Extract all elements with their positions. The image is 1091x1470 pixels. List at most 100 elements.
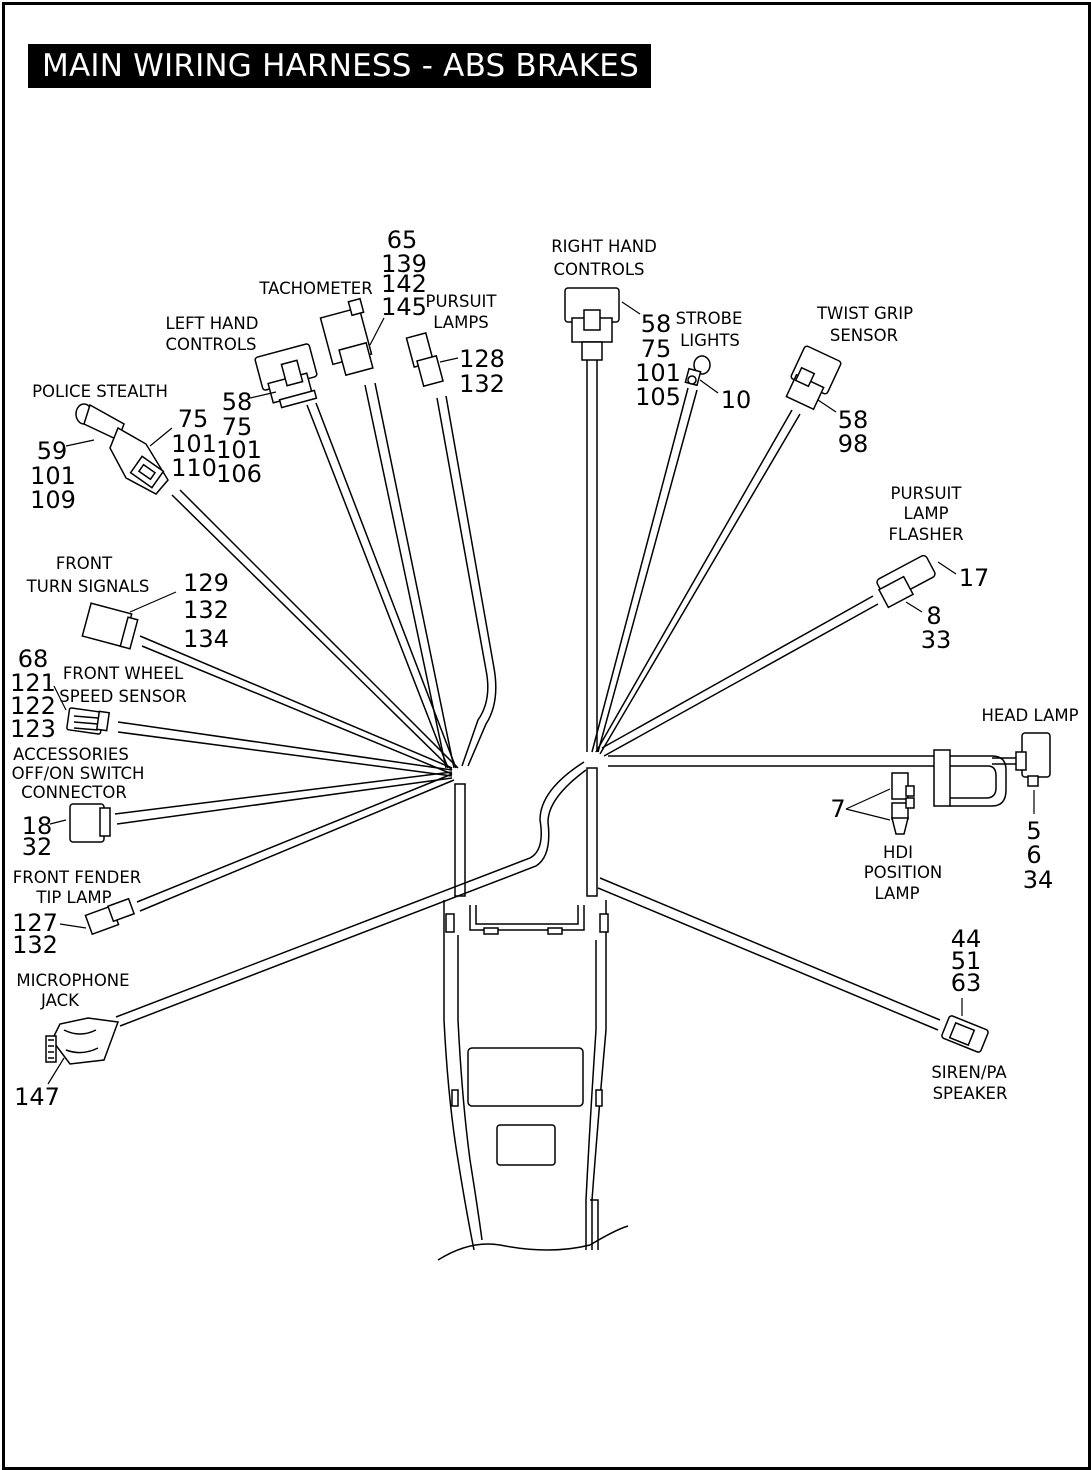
frame-plate-lower <box>496 1124 556 1166</box>
twist-grip-sensor-connector <box>785 345 842 411</box>
ref-number: 105 <box>635 383 681 411</box>
front-turn-signals-connector <box>81 602 139 650</box>
tachometer-connector <box>319 297 374 377</box>
ref-number: 109 <box>30 486 76 514</box>
front-turn-signals-label-1: FRONT <box>56 554 113 573</box>
ref-number: 58 <box>222 388 253 416</box>
front-wheel-speed-sensor-connector <box>66 707 111 735</box>
twist-grip-sensor-label-2: SENSOR <box>830 326 898 345</box>
ref-number: 101 <box>216 436 262 464</box>
pursuit-lamp-flasher-connector <box>876 554 936 609</box>
ref-number: 58 <box>641 310 672 338</box>
front-fender-tip-lamp-label-1: FRONT FENDER <box>13 868 141 887</box>
ref-number: 75 <box>641 335 672 363</box>
strobe-lights-label-2: LIGHTS <box>680 331 740 350</box>
strobe-lights-connector <box>684 355 711 387</box>
front-wheel-speed-sensor-label-1: FRONT WHEEL <box>63 664 184 683</box>
ref-number: 10 <box>721 386 752 414</box>
microphone-jack-label-1: MICROPHONE <box>16 971 129 990</box>
accessories-switch-label-3: CONNECTOR <box>21 783 127 802</box>
head-lamp-label: HEAD LAMP <box>981 706 1078 725</box>
siren-pa-speaker-connector <box>941 1015 989 1053</box>
harness-trunks <box>454 767 598 897</box>
head-lamp-connector <box>1015 732 1051 787</box>
ref-number: 132 <box>459 370 505 398</box>
left-trunk <box>454 783 466 897</box>
hdi-position-lamp-label-2: POSITION <box>864 863 943 882</box>
hdi-position-lamp-connector <box>891 772 915 835</box>
pursuit-lamp-flasher-label-2: LAMP <box>903 504 948 523</box>
ref-number: 101 <box>30 462 76 490</box>
front-turn-signals-label-2: TURN SIGNALS <box>26 577 150 596</box>
reference-numbers: 65 139 142 145 128 132 58 75 101 106 75 … <box>10 226 1053 1111</box>
siren-pa-speaker-label-1: SIREN/PA <box>931 1063 1007 1082</box>
accessories-switch-connector <box>69 803 111 843</box>
right-hand-controls-connector <box>564 287 620 361</box>
ref-number: 44 <box>951 925 982 953</box>
pursuit-lamps-label-1: PURSUIT <box>426 292 498 311</box>
left-hand-controls-label-2: CONTROLS <box>165 335 256 354</box>
ref-number: 110 <box>171 454 217 482</box>
tachometer-label: TACHOMETER <box>258 279 372 298</box>
front-fender-tip-lamp-connector <box>84 897 136 936</box>
microphone-jack-connector <box>45 1017 120 1065</box>
ref-number: 145 <box>381 293 427 321</box>
hdi-position-lamp-label-1: HDI <box>883 843 913 862</box>
ref-number: 63 <box>951 969 982 997</box>
ref-number: 132 <box>12 931 58 959</box>
ref-number: 32 <box>22 833 53 861</box>
ref-number: 98 <box>838 430 869 458</box>
pursuit-lamps-label-2: LAMPS <box>433 313 489 332</box>
ref-number: 128 <box>459 345 505 373</box>
ref-number: 34 <box>1023 866 1054 894</box>
ref-number: 33 <box>921 626 952 654</box>
ref-number: 132 <box>183 596 229 624</box>
diagram-title: MAIN WIRING HARNESS - ABS BRAKES <box>28 44 651 88</box>
pursuit-lamp-flasher-label-3: FLASHER <box>888 525 963 544</box>
frame-outline <box>437 900 629 1261</box>
accessories-switch-label-2: OFF/ON SWITCH <box>12 764 145 783</box>
pursuit-lamp-flasher-label-1: PURSUIT <box>891 484 963 503</box>
accessories-switch-label-1: ACCESSORIES <box>13 745 129 764</box>
ref-number: 68 <box>18 645 49 673</box>
frame-plate-upper <box>467 1047 584 1107</box>
ref-number: 7 <box>830 795 845 823</box>
component-labels: POLICE STEALTH LEFT HAND CONTROLS TACHOM… <box>12 237 1079 1103</box>
ref-number: 58 <box>838 406 869 434</box>
ref-number: 101 <box>635 359 681 387</box>
police-stealth-label: POLICE STEALTH <box>32 382 168 401</box>
ref-number: 106 <box>216 460 262 488</box>
wires <box>114 360 1018 1031</box>
ref-number: 17 <box>959 564 990 592</box>
strobe-lights-label-1: STROBE <box>676 309 743 328</box>
ref-number: 59 <box>37 437 68 465</box>
ref-number: 18 <box>22 812 53 840</box>
ref-number: 139 <box>381 250 427 278</box>
siren-pa-speaker-label-2: SPEAKER <box>933 1084 1008 1103</box>
twist-grip-sensor-label-1: TWIST GRIP <box>816 304 913 323</box>
pursuit-lamps-connector <box>405 332 444 388</box>
front-wheel-speed-sensor-label-2: SPEED SENSOR <box>59 687 186 706</box>
ref-number: 129 <box>183 569 229 597</box>
ref-number: 51 <box>951 947 982 975</box>
ref-number: 122 <box>10 692 56 720</box>
ref-number: 123 <box>10 715 56 743</box>
ref-number: 65 <box>387 226 418 254</box>
right-hand-controls-label-2: CONTROLS <box>553 260 644 279</box>
leader-lines <box>47 301 1035 1085</box>
ref-number: 8 <box>926 602 941 630</box>
ref-number: 5 <box>1026 817 1041 845</box>
right-trunk <box>586 767 598 897</box>
ref-number: 75 <box>178 405 209 433</box>
ref-number: 147 <box>14 1083 60 1111</box>
microphone-jack-label-2: JACK <box>40 991 80 1010</box>
ref-number: 134 <box>183 625 229 653</box>
ref-number: 101 <box>171 430 217 458</box>
head-lamp-clip <box>933 749 951 807</box>
ref-number: 6 <box>1026 841 1041 869</box>
ref-number: 121 <box>10 669 56 697</box>
right-hand-controls-label-1: RIGHT HAND <box>551 237 657 256</box>
